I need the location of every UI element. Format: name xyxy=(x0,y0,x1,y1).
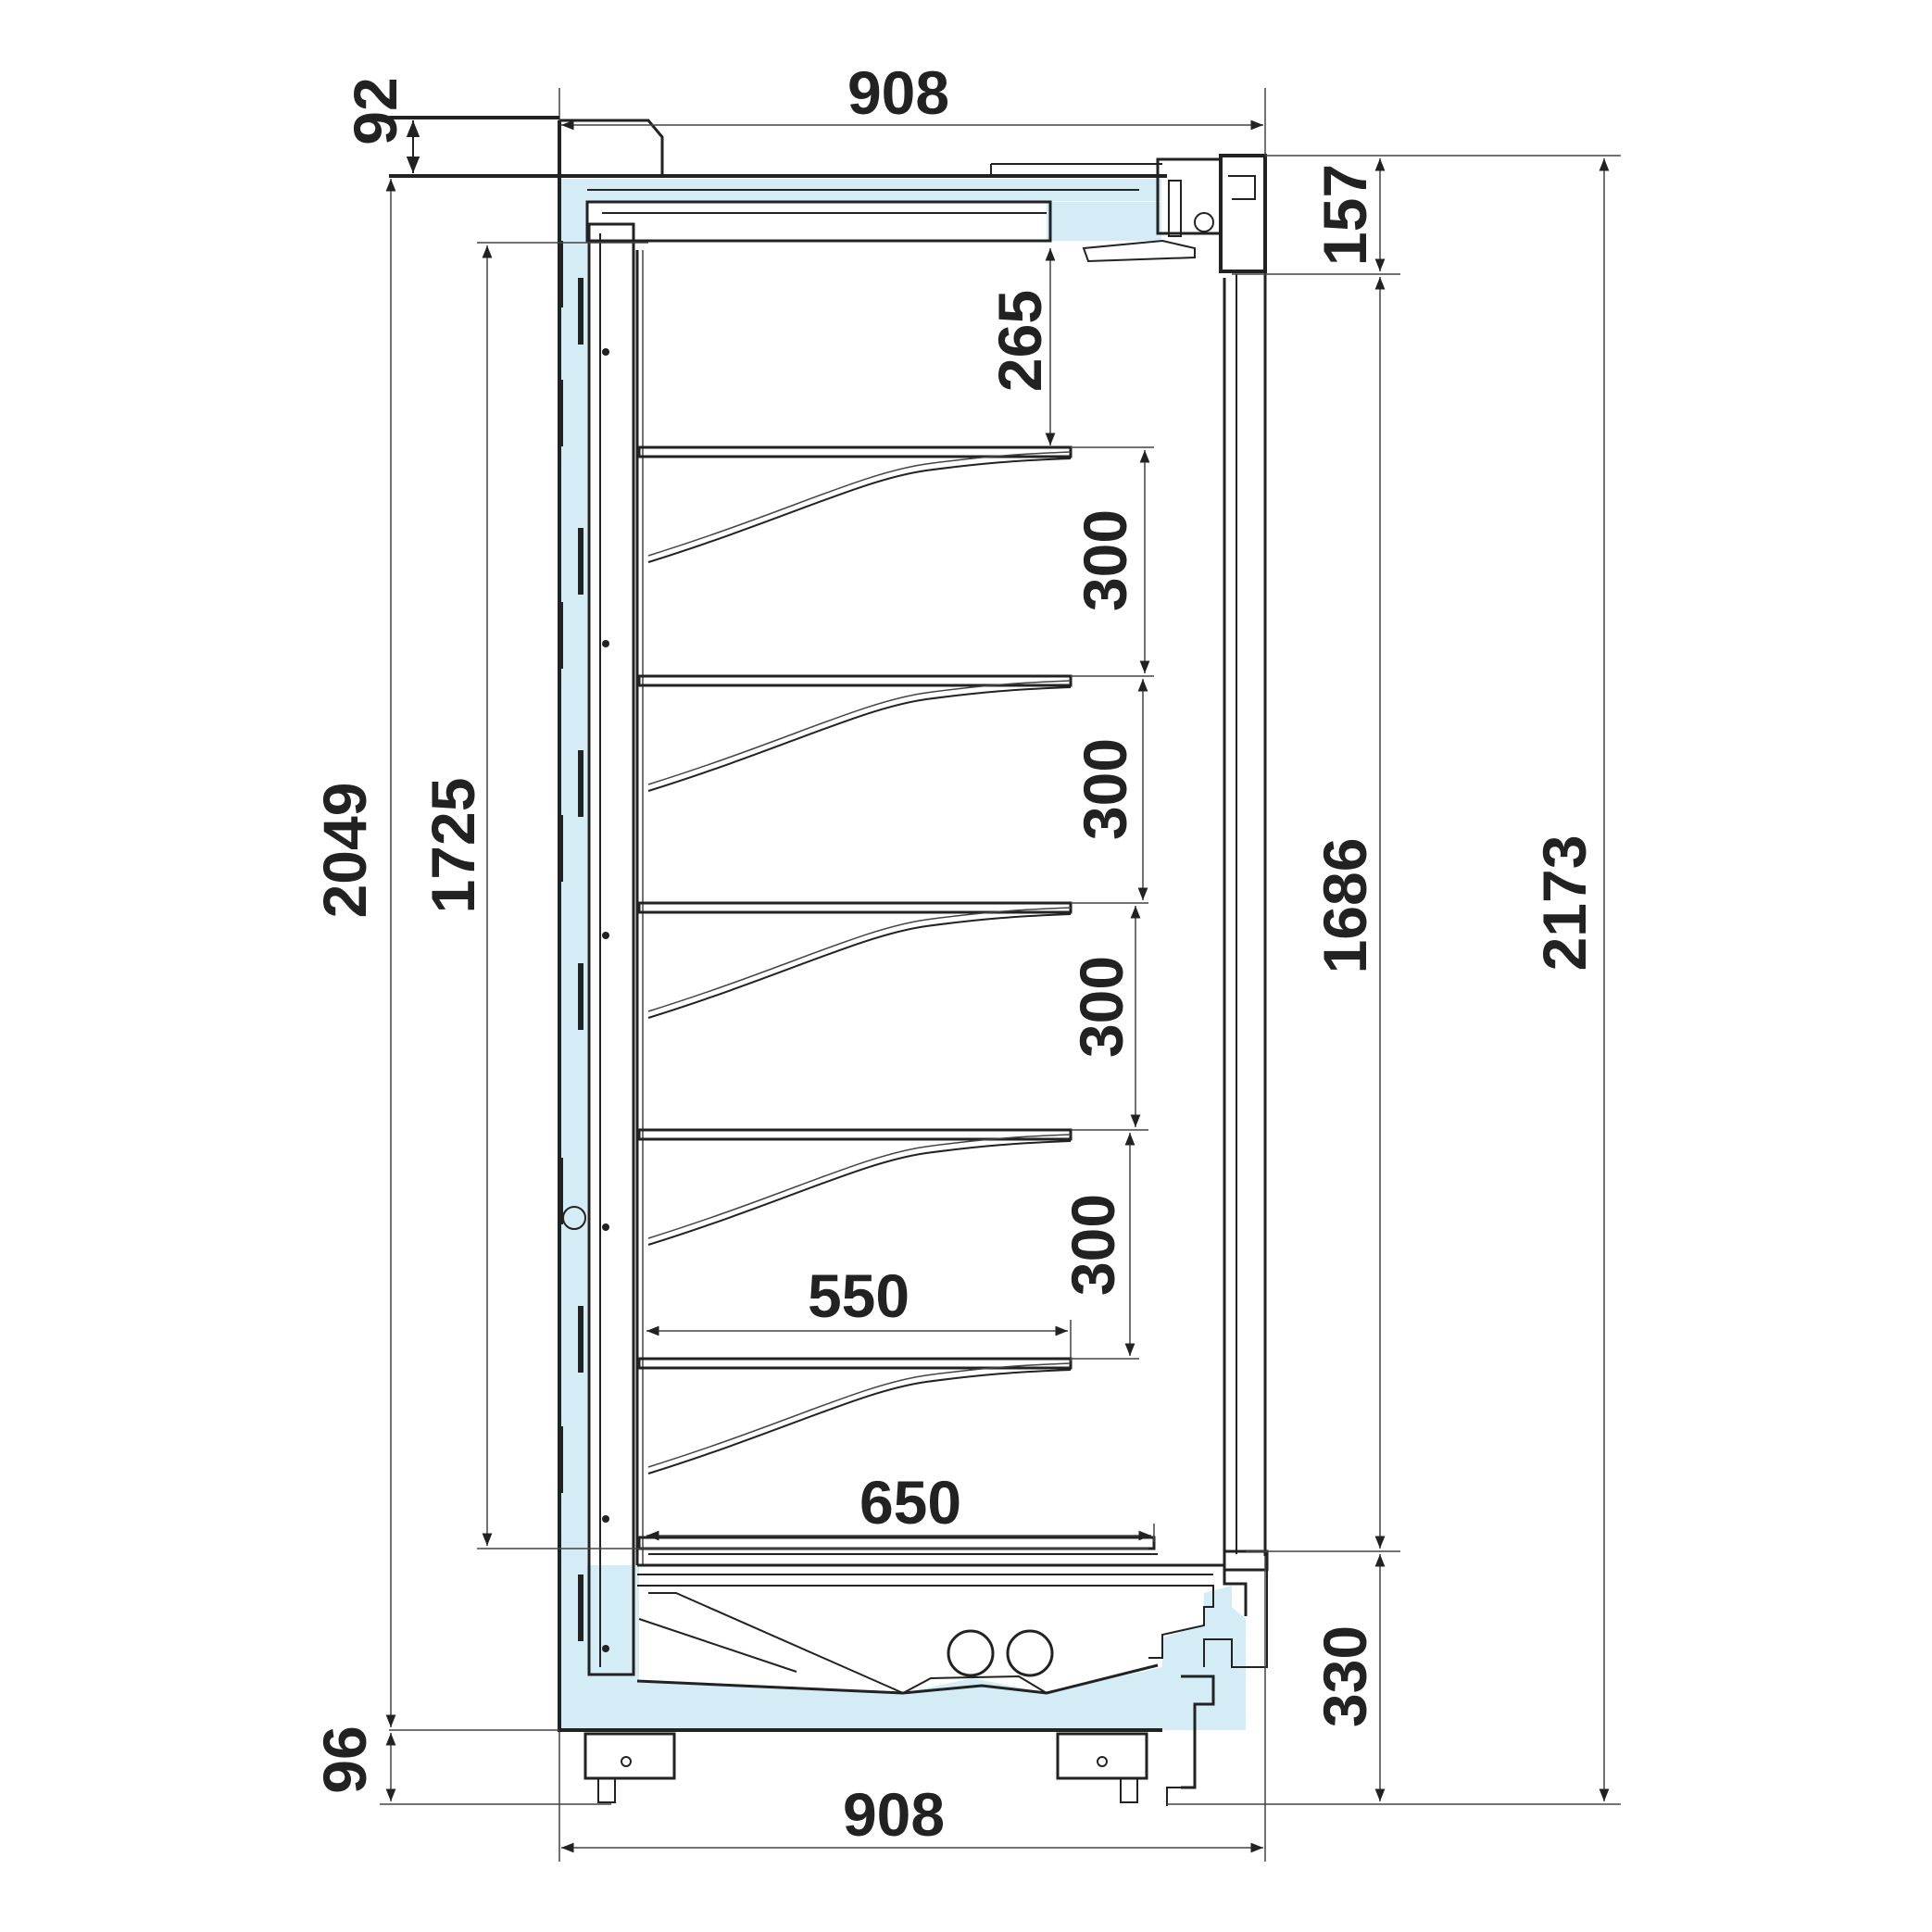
label-shelf-depth: 550 xyxy=(808,1261,910,1330)
label-shelf-gap-1: 300 xyxy=(1071,509,1139,611)
label-top-width: 908 xyxy=(847,58,949,127)
label-canopy: 92 xyxy=(341,77,409,144)
night-curtain-housing xyxy=(1082,154,1267,1554)
label-right-total: 2173 xyxy=(1530,835,1599,972)
base-insulation xyxy=(559,1565,1246,1730)
left-wall-slots xyxy=(558,241,583,1641)
shelf-2 xyxy=(637,674,1073,792)
shelf-3 xyxy=(637,901,1073,1019)
label-top-gap: 265 xyxy=(985,290,1054,392)
fan-1 xyxy=(947,1629,995,1677)
label-bottom-width: 908 xyxy=(843,1780,945,1849)
label-inner-height: 1725 xyxy=(419,778,487,914)
label-deck-depth: 650 xyxy=(859,1468,961,1537)
label-base-height: 330 xyxy=(1311,1625,1379,1727)
label-left-total: 2049 xyxy=(310,783,379,919)
fan-2 xyxy=(1006,1629,1054,1677)
base-deck xyxy=(637,1536,1158,1555)
label-top-right: 157 xyxy=(1311,164,1379,266)
shelf-4 xyxy=(637,1128,1073,1246)
left-wall-insulation xyxy=(559,179,587,1730)
rear-duct-panel xyxy=(587,222,635,1676)
label-foot: 96 xyxy=(310,1725,379,1793)
base-well xyxy=(636,1549,1269,1806)
label-shelf-gap-3: 300 xyxy=(1067,956,1135,1058)
foot-left xyxy=(583,1732,676,1803)
shelf-1 xyxy=(637,445,1073,563)
dimension-labels: 908 908 550 650 92 2049 1725 96 265 300 … xyxy=(310,58,1599,1849)
top-duct-insulation xyxy=(1047,202,1161,241)
dimension-lines xyxy=(380,88,1621,1862)
label-shelf-gap-4: 300 xyxy=(1059,1194,1127,1296)
top-canopy xyxy=(559,119,664,176)
label-shelf-gap-2: 300 xyxy=(1071,738,1139,840)
label-opening: 1686 xyxy=(1311,838,1379,974)
top-plenum xyxy=(585,200,1052,243)
rear-panel-screws xyxy=(562,348,609,1652)
shelf-5 xyxy=(637,1357,1073,1474)
foot-right xyxy=(1056,1732,1148,1803)
